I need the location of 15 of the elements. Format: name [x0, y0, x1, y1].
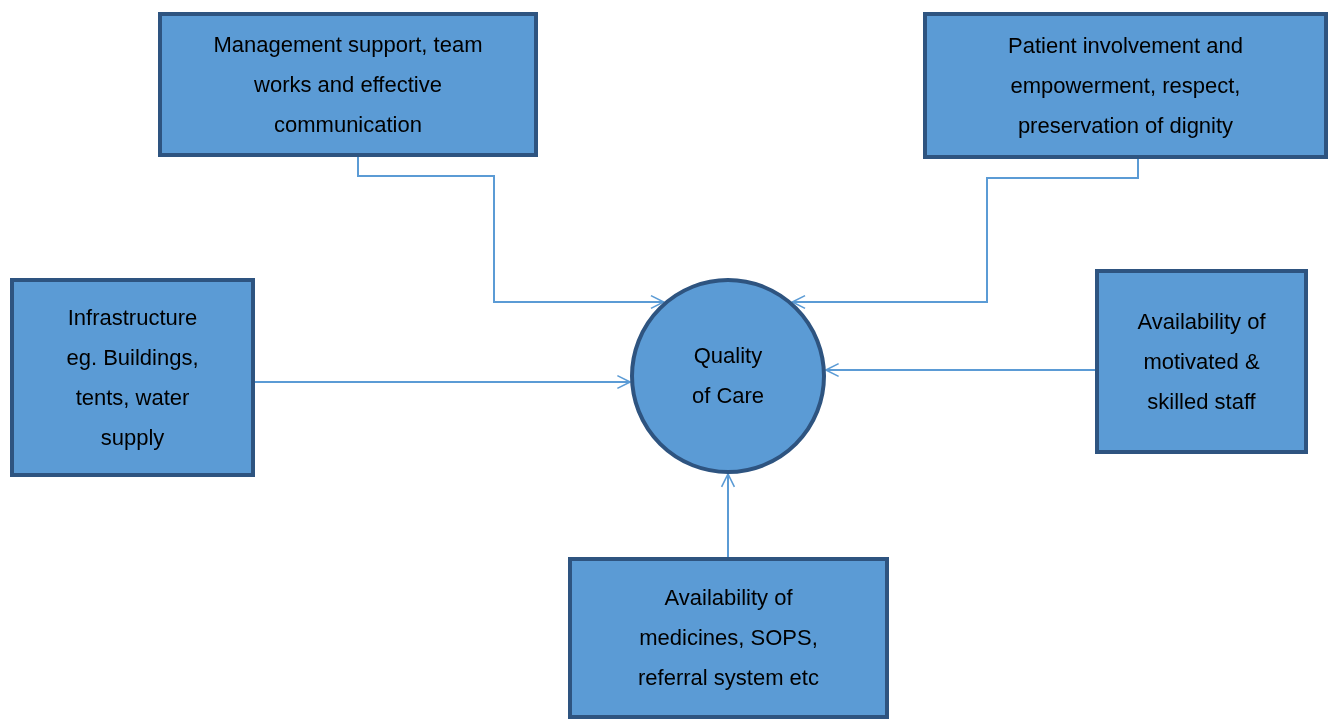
process-box [158, 12, 538, 157]
node-text: Patient involvement and empowerment, respect, preservation of dignity [1007, 31, 1244, 140]
arrow [357, 156, 665, 310]
arrow [254, 374, 632, 390]
process-box [923, 12, 1328, 159]
node-text: Availability of motivated & skilled staff [1136, 307, 1267, 416]
node-text: Infrastructure eg. Buildings, tents, water supply [65, 303, 200, 452]
process-box [10, 278, 255, 477]
node-text: Quality of Care [690, 342, 766, 410]
node-text: Management support, team works and effective communication [212, 30, 484, 139]
arrow [720, 473, 736, 558]
arrow [791, 158, 1139, 310]
process-box [1095, 269, 1308, 454]
process-box [568, 557, 889, 719]
node-text: Availability of medicines, SOPS, referral system etc [637, 584, 820, 692]
